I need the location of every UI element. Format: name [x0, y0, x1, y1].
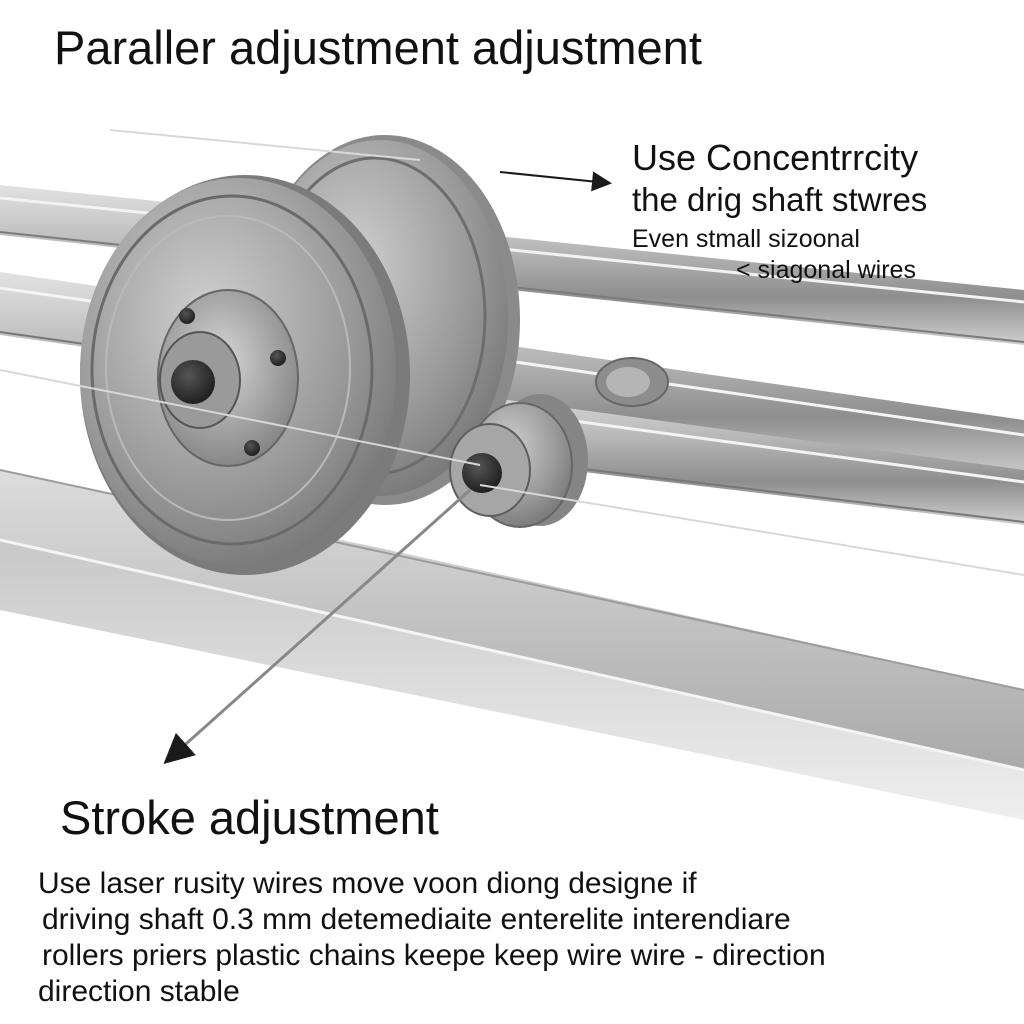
callout-line: < siagonal wires [736, 256, 916, 285]
description-line: direction stable [38, 975, 240, 1008]
bolt-icon [179, 308, 195, 324]
arrow-stroke [163, 488, 471, 764]
wires [0, 129, 1024, 576]
main-pulley [80, 175, 410, 575]
callout-arrows [163, 171, 612, 764]
callout-line: Use Concentrrcity [632, 137, 919, 178]
stroke-adjustment-title: Stroke adjustment [60, 791, 439, 844]
bolt-icon [244, 440, 260, 456]
callout-line: the drig shaft stwres [632, 180, 928, 218]
description-line: rollers priers plastic chains keepe keep… [42, 939, 826, 972]
concentricity-callout: Use Concentrrcity the drig shaft stwres … [632, 138, 927, 285]
callout-line: Even stmall sizoonal [632, 224, 860, 253]
stroke-adjustment-description: Use laser rusity wires move voon diong d… [38, 866, 826, 1010]
page-title: Paraller adjustment adjustment [54, 21, 702, 74]
bolt-icon [270, 350, 286, 366]
description-line: driving shaft 0.3 mm detemediaite entere… [42, 903, 791, 936]
far-roller [595, 357, 669, 407]
description-line: Use laser rusity wires move voon diong d… [38, 867, 697, 900]
intermediate-roller [449, 394, 588, 528]
arrow-top [499, 171, 612, 192]
